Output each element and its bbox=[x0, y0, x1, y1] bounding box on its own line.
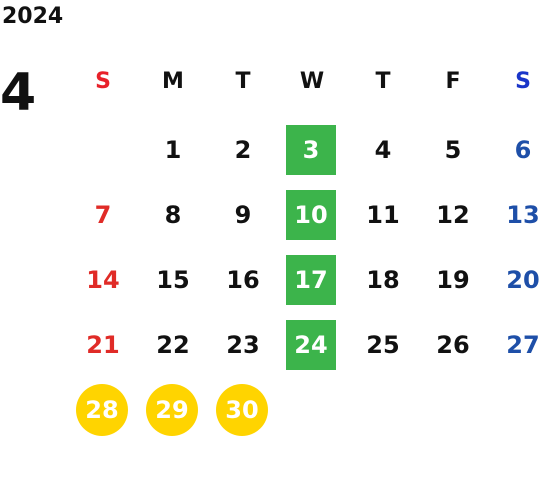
day-cell[interactable]: 4 bbox=[374, 136, 392, 164]
day-cell-saturday[interactable]: 27 bbox=[506, 331, 540, 359]
weekday-tuesday: T bbox=[235, 68, 251, 94]
day-cell[interactable]: 15 bbox=[156, 266, 190, 294]
weekday-sunday: S bbox=[95, 68, 111, 94]
day-cell-highlighted[interactable]: 10 bbox=[286, 190, 336, 240]
day-cell[interactable]: 12 bbox=[436, 201, 470, 229]
day-cell[interactable]: 18 bbox=[366, 266, 400, 294]
weekday-wednesday: W bbox=[299, 68, 325, 94]
day-cell[interactable]: 22 bbox=[156, 331, 190, 359]
day-cell[interactable]: 23 bbox=[226, 331, 260, 359]
day-cell-sunday[interactable]: 7 bbox=[94, 201, 112, 229]
day-cell-sunday[interactable]: 14 bbox=[86, 266, 120, 294]
day-cell[interactable]: 2 bbox=[234, 136, 252, 164]
day-cell-saturday[interactable]: 13 bbox=[506, 201, 540, 229]
day-cell[interactable]: 8 bbox=[164, 201, 182, 229]
weekday-saturday: S bbox=[515, 68, 531, 94]
day-cell[interactable]: 26 bbox=[436, 331, 470, 359]
day-cell[interactable]: 1 bbox=[164, 136, 182, 164]
day-cell-highlighted[interactable]: 17 bbox=[286, 255, 336, 305]
day-cell[interactable]: 25 bbox=[366, 331, 400, 359]
month-number: 4 bbox=[0, 63, 37, 123]
weekday-thursday: T bbox=[375, 68, 391, 94]
day-cell[interactable]: 5 bbox=[444, 136, 462, 164]
day-cell-circled[interactable]: 30 bbox=[216, 384, 268, 436]
day-cell[interactable]: 16 bbox=[226, 266, 260, 294]
day-cell[interactable]: 19 bbox=[436, 266, 470, 294]
day-cell[interactable]: 9 bbox=[234, 201, 252, 229]
year-label: 2024 bbox=[2, 4, 64, 29]
day-cell-sunday[interactable]: 21 bbox=[86, 331, 120, 359]
day-cell-circled[interactable]: 29 bbox=[146, 384, 198, 436]
day-cell-saturday[interactable]: 6 bbox=[514, 136, 532, 164]
day-cell-highlighted[interactable]: 24 bbox=[286, 320, 336, 370]
weekday-monday: M bbox=[162, 68, 184, 94]
day-cell-circled[interactable]: 28 bbox=[76, 384, 128, 436]
day-cell-highlighted[interactable]: 3 bbox=[286, 125, 336, 175]
day-cell[interactable]: 11 bbox=[366, 201, 400, 229]
day-cell-saturday[interactable]: 20 bbox=[506, 266, 540, 294]
weekday-friday: F bbox=[445, 68, 461, 94]
